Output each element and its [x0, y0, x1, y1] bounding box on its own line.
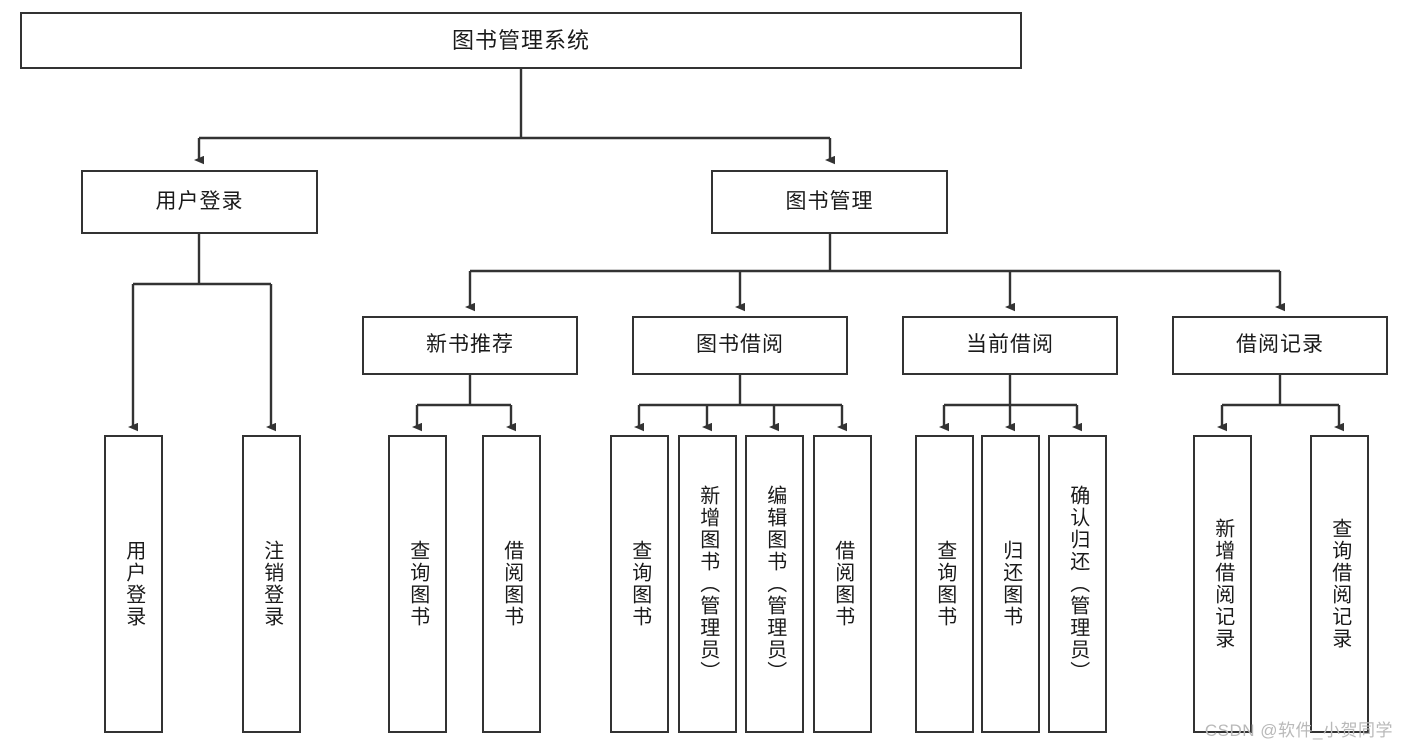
watermark-text: CSDN @软件_小贺同学	[1204, 721, 1393, 740]
leaf-borrow-add-book-admin[interactable]: 新增图书（管理员）	[678, 435, 737, 733]
leaf-current-return-book-label: 归还图书	[999, 540, 1022, 628]
leaf-current-return-book[interactable]: 归还图书	[981, 435, 1040, 733]
node-user-login-label: 用户登录	[155, 189, 244, 213]
node-book-borrow-label: 图书借阅	[696, 333, 784, 357]
node-new-book-recommend-label: 新书推荐	[426, 333, 514, 357]
leaf-borrow-query-book[interactable]: 查询图书	[610, 435, 669, 733]
node-book-management-label: 图书管理	[785, 189, 874, 213]
node-root-book-management-system[interactable]: 图书管理系统	[20, 12, 1022, 69]
leaf-recommend-query-book[interactable]: 查询图书	[388, 435, 447, 733]
leaf-borrow-query-book-label: 查询图书	[628, 540, 651, 628]
leaf-borrow-add-book-admin-label: 新增图书（管理员）	[696, 485, 719, 683]
leaf-borrow-edit-book-admin-label: 编辑图书（管理员）	[763, 485, 786, 683]
node-current-borrow-label: 当前借阅	[966, 333, 1054, 357]
leaf-record-add-record-label: 新增借阅记录	[1211, 518, 1234, 650]
leaf-current-query-book-label: 查询图书	[933, 540, 956, 628]
leaf-borrow-borrow-book[interactable]: 借阅图书	[813, 435, 872, 733]
leaf-user-login-signout-label: 注销登录	[260, 540, 283, 628]
edge-borrow-bus	[639, 375, 842, 407]
leaf-current-confirm-return-admin-label: 确认归还（管理员）	[1066, 485, 1089, 683]
node-current-borrow[interactable]: 当前借阅	[902, 316, 1118, 375]
leaf-current-query-book[interactable]: 查询图书	[915, 435, 974, 733]
node-borrow-record-label: 借阅记录	[1236, 333, 1324, 357]
edge-root-bus	[199, 69, 830, 140]
node-new-book-recommend[interactable]: 新书推荐	[362, 316, 578, 375]
leaf-user-login-signin[interactable]: 用户登录	[104, 435, 163, 733]
leaf-borrow-edit-book-admin[interactable]: 编辑图书（管理员）	[745, 435, 804, 733]
edge-bookmanage-bus	[470, 234, 1280, 273]
node-book-borrow[interactable]: 图书借阅	[632, 316, 848, 375]
edge-current-bus	[944, 375, 1077, 407]
leaf-record-query-record-label: 查询借阅记录	[1328, 518, 1351, 650]
edge-userlogin-bus	[133, 234, 271, 286]
leaf-recommend-query-book-label: 查询图书	[406, 540, 429, 628]
edge-record-bus	[1222, 375, 1339, 407]
leaf-recommend-borrow-book-label: 借阅图书	[500, 540, 523, 628]
leaf-record-add-record[interactable]: 新增借阅记录	[1193, 435, 1252, 733]
node-root-label: 图书管理系统	[451, 27, 590, 53]
leaf-recommend-borrow-book[interactable]: 借阅图书	[482, 435, 541, 733]
leaf-record-query-record[interactable]: 查询借阅记录	[1310, 435, 1369, 733]
node-borrow-record[interactable]: 借阅记录	[1172, 316, 1388, 375]
leaf-current-confirm-return-admin[interactable]: 确认归还（管理员）	[1048, 435, 1107, 733]
edge-recommend-bus	[417, 375, 511, 407]
leaf-user-login-signin-label: 用户登录	[122, 540, 145, 628]
node-book-management[interactable]: 图书管理	[711, 170, 948, 234]
leaf-user-login-signout[interactable]: 注销登录	[242, 435, 301, 733]
node-user-login[interactable]: 用户登录	[81, 170, 318, 234]
leaf-borrow-borrow-book-label: 借阅图书	[831, 540, 854, 628]
